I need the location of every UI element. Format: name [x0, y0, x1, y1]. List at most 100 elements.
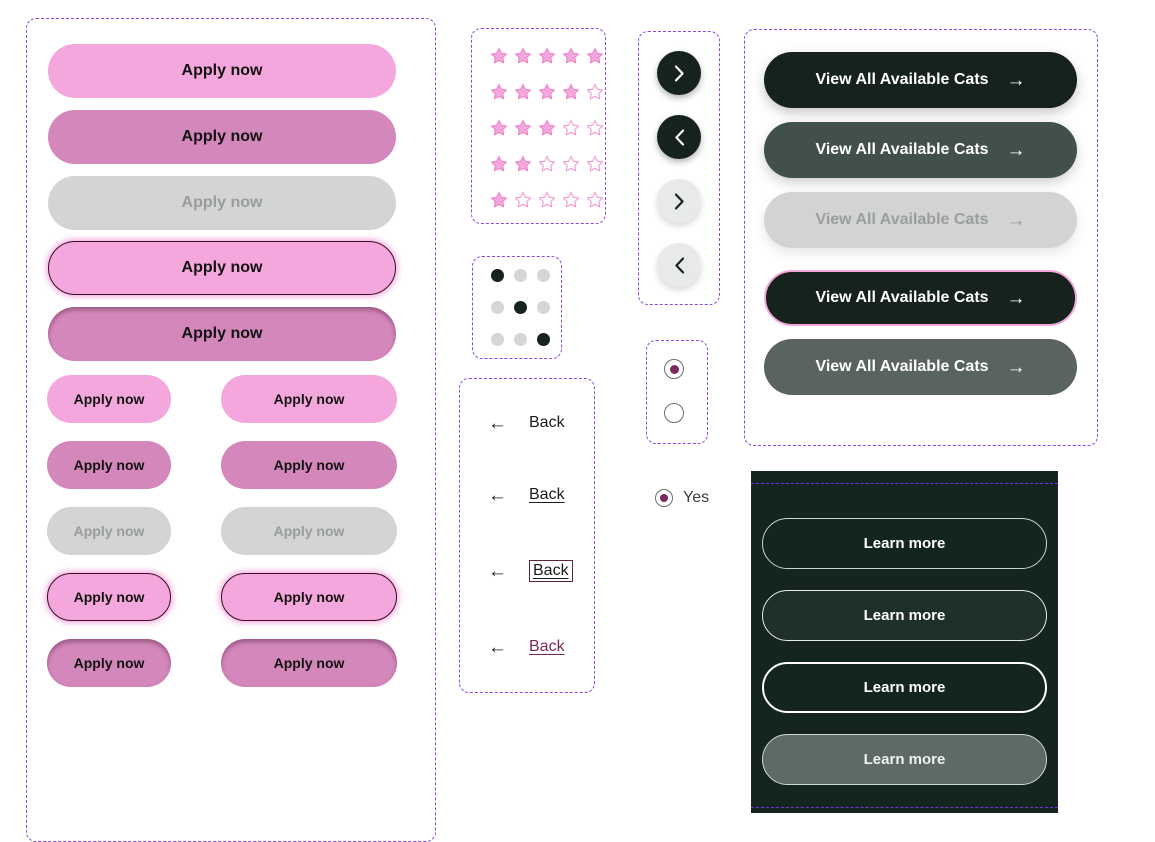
view-all-cats-button-focus[interactable]: View All Available Cats →: [764, 270, 1077, 326]
radio-label: Yes: [683, 489, 710, 506]
view-all-cats-button-default[interactable]: View All Available Cats →: [764, 52, 1077, 108]
apply-now-small-button-hover[interactable]: Apply now: [47, 441, 171, 489]
star-icon-empty: [562, 119, 580, 136]
apply-now-wide-button-default[interactable]: Apply now: [221, 375, 397, 423]
button-label: Apply now: [73, 457, 145, 473]
button-label: Apply now: [273, 523, 345, 539]
star-icon-filled: [490, 47, 508, 64]
star-icon-empty: [538, 191, 556, 208]
carousel-next-button-light[interactable]: [657, 179, 701, 223]
dot-indicator-active[interactable]: [537, 333, 550, 346]
apply-now-button-focus[interactable]: Apply now: [48, 241, 396, 295]
carousel-prev-button-light[interactable]: [657, 243, 701, 287]
star-icon-filled: [538, 83, 556, 100]
button-label: Apply now: [181, 259, 263, 276]
button-label: Apply now: [73, 523, 145, 539]
learn-more-button-active[interactable]: Learn more: [762, 734, 1047, 785]
apply-now-button-default[interactable]: Apply now: [48, 44, 396, 98]
apply-now-small-button-default[interactable]: Apply now: [47, 375, 171, 423]
button-label: Apply now: [273, 457, 345, 473]
chevron-right-icon: [674, 65, 684, 81]
dot-indicator[interactable]: [491, 301, 504, 314]
star-icon-filled: [490, 119, 508, 136]
view-all-cats-button-active[interactable]: View All Available Cats →: [764, 339, 1077, 395]
button-label: Learn more: [863, 535, 946, 552]
radio-dot: [660, 494, 668, 502]
button-label: View All Available Cats: [815, 141, 989, 158]
chevron-right-icon: [674, 193, 684, 209]
button-label: Apply now: [273, 391, 345, 407]
back-link-hover[interactable]: ← Back: [488, 486, 565, 505]
arrow-left-icon: ←: [488, 560, 507, 582]
arrow-left-icon: ←: [488, 637, 507, 658]
star-icon-empty: [562, 155, 580, 172]
arrow-right-icon: →: [1006, 356, 1026, 378]
button-label: View All Available Cats: [815, 358, 989, 375]
radio-icon-selected[interactable]: [664, 359, 684, 379]
chevron-left-icon: [674, 129, 684, 145]
star-rating-3[interactable]: [490, 119, 604, 137]
star-rating-4[interactable]: [490, 83, 604, 101]
apply-now-small-button-active[interactable]: Apply now: [47, 639, 171, 687]
star-icon-empty: [586, 119, 604, 136]
back-link-label: Back: [529, 560, 573, 583]
apply-now-button-hover[interactable]: Apply now: [48, 110, 396, 164]
dot-indicator-group-2[interactable]: [491, 301, 550, 314]
star-rating-5[interactable]: [490, 47, 604, 65]
dot-indicator[interactable]: [514, 333, 527, 346]
star-icon-filled: [562, 83, 580, 100]
dot-indicator[interactable]: [537, 269, 550, 282]
spec-frame-ghost-buttons: [751, 483, 1058, 808]
star-icon-filled: [490, 155, 508, 172]
learn-more-button-focus[interactable]: Learn more: [762, 662, 1047, 713]
apply-now-small-button-focus[interactable]: Apply now: [47, 573, 171, 621]
star-rating-1[interactable]: [490, 191, 604, 209]
dot-indicator[interactable]: [491, 333, 504, 346]
back-link-visited[interactable]: ← Back: [488, 638, 565, 657]
button-label: Apply now: [181, 194, 263, 211]
dot-indicator-active[interactable]: [514, 301, 527, 314]
apply-now-wide-button-focus[interactable]: Apply now: [221, 573, 397, 621]
star-icon-filled: [514, 47, 532, 64]
radio-selected[interactable]: [664, 359, 684, 379]
apply-now-button-active[interactable]: Apply now: [48, 307, 396, 361]
star-icon-empty: [586, 191, 604, 208]
back-link-focus[interactable]: ← Back: [488, 560, 573, 583]
apply-now-button-disabled: Apply now: [48, 176, 396, 230]
carousel-next-button-default[interactable]: [657, 51, 701, 95]
apply-now-wide-button-active[interactable]: Apply now: [221, 639, 397, 687]
button-label: Learn more: [863, 607, 946, 624]
dot-indicator[interactable]: [537, 301, 550, 314]
arrow-right-icon: →: [1006, 287, 1026, 309]
carousel-prev-button-hover[interactable]: [657, 115, 701, 159]
view-all-cats-button-hover[interactable]: View All Available Cats →: [764, 122, 1077, 178]
button-label: Apply now: [181, 62, 263, 79]
arrow-left-icon: ←: [488, 485, 507, 506]
dot-indicator-active[interactable]: [491, 269, 504, 282]
dot-indicator-group-3[interactable]: [491, 333, 550, 346]
learn-more-button-default[interactable]: Learn more: [762, 518, 1047, 569]
radio-yes[interactable]: Yes: [655, 489, 709, 507]
star-rating-2[interactable]: [490, 155, 604, 173]
button-label: Apply now: [181, 128, 263, 145]
dot-indicator[interactable]: [514, 269, 527, 282]
button-label: Apply now: [73, 391, 145, 407]
radio-icon-selected[interactable]: [655, 489, 673, 507]
dot-indicator-group-1[interactable]: [491, 269, 550, 282]
star-icon-empty: [538, 155, 556, 172]
star-icon-empty: [562, 191, 580, 208]
star-icon-filled: [538, 47, 556, 64]
radio-icon-unselected[interactable]: [664, 403, 684, 423]
button-label: View All Available Cats: [815, 211, 989, 228]
arrow-right-icon: →: [1006, 139, 1026, 161]
chevron-left-icon: [674, 257, 684, 273]
button-label: Apply now: [73, 589, 145, 605]
learn-more-button-hover[interactable]: Learn more: [762, 590, 1047, 641]
arrow-right-icon: →: [1006, 209, 1026, 231]
apply-now-wide-button-hover[interactable]: Apply now: [221, 441, 397, 489]
star-icon-filled: [562, 47, 580, 64]
button-label: Learn more: [863, 679, 946, 696]
back-link-default[interactable]: ← Back: [488, 414, 565, 433]
radio-unselected[interactable]: [664, 403, 684, 423]
